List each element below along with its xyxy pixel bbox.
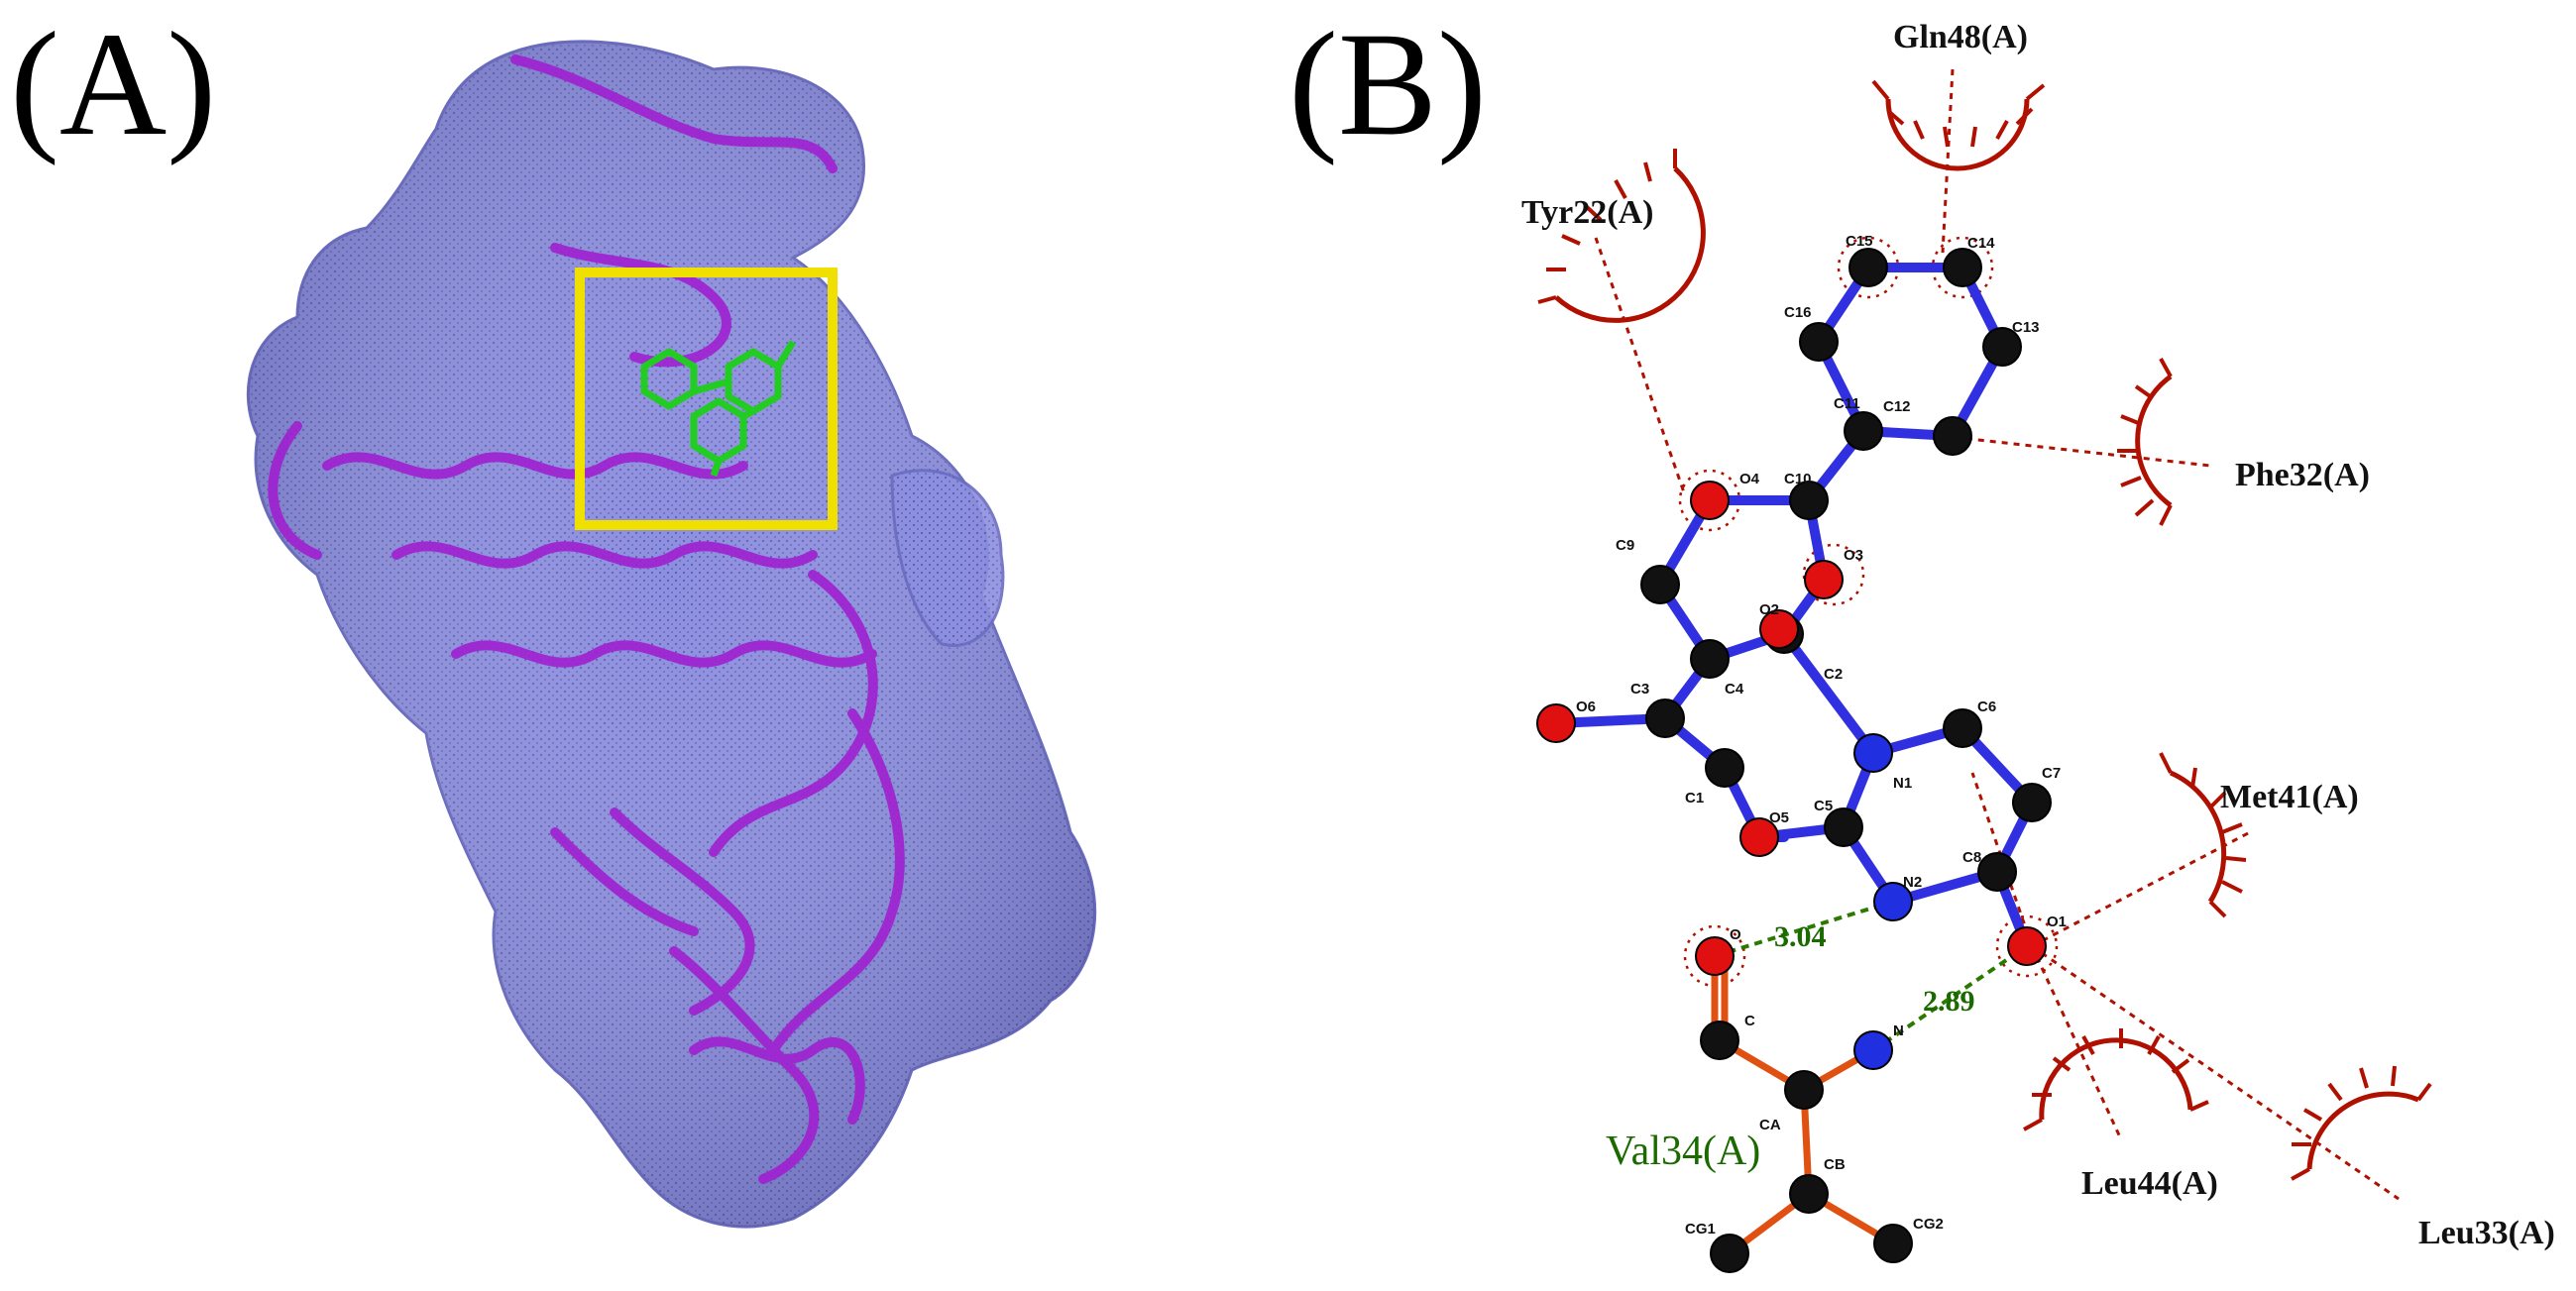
atom-label: O2	[1759, 601, 1779, 618]
atom-label: C4	[1725, 681, 1744, 698]
panel-b-label: (B)	[1288, 2, 1487, 166]
atom-label: O5	[1769, 809, 1789, 826]
hbond-distance: 2.89	[1923, 985, 1975, 1018]
residue-label-met41: Met41(A)	[2220, 779, 2359, 815]
residue-label-gln48: Gln48(A)	[1893, 19, 2028, 55]
atom-label: C6	[1977, 699, 1996, 715]
atom-label: C	[1744, 1013, 1755, 1029]
atom-label: C10	[1784, 471, 1812, 487]
atom-label: C8	[1962, 849, 1981, 866]
residue-label-val34: Val34(A)	[1606, 1129, 1760, 1174]
atom-label: C14	[1967, 235, 1995, 252]
atom-label: O1	[2047, 914, 2067, 930]
residue-label-tyr22: Tyr22(A)	[1521, 194, 1653, 231]
atom-label: O6	[1576, 699, 1596, 715]
protein-ribbon	[268, 54, 905, 1184]
hydrophobic-arcs	[1554, 98, 2419, 1170]
panel-a-label: (A)	[10, 2, 217, 166]
atom-label: C11	[1834, 395, 1860, 412]
ligand-atoms	[1536, 248, 2052, 1273]
atom-label: C9	[1616, 537, 1634, 554]
atom-label: O3	[1844, 547, 1863, 564]
atom-label: C15	[1846, 233, 1873, 250]
atom-labels: C15 C14 C16 C13 C11 C12 O4 C10 C9 O3 O2 …	[1576, 233, 2067, 1237]
atom-label: C16	[1784, 304, 1812, 321]
hbond-distance: 3.04	[1774, 920, 1827, 953]
contact-lines	[1594, 68, 2400, 1201]
atom-label: C13	[2012, 319, 2040, 336]
atom-label: C2	[1824, 666, 1843, 683]
hbond-lines	[1714, 900, 2029, 1052]
atom-label: C5	[1814, 798, 1833, 814]
atom-label: C7	[2042, 765, 2061, 782]
atom-label: O	[1730, 926, 1741, 943]
atom-label: N2	[1903, 874, 1922, 891]
atom-label: CB	[1824, 1156, 1846, 1173]
atom-label: CG1	[1685, 1221, 1716, 1237]
ligand-bonds	[1551, 263, 2037, 951]
atom-label: CA	[1759, 1117, 1781, 1133]
residue-label-leu44: Leu44(A)	[2081, 1165, 2218, 1202]
residue-label-leu33: Leu33(A)	[2418, 1215, 2555, 1251]
atom-label: C3	[1630, 681, 1649, 698]
binding-site-box	[575, 268, 838, 530]
atom-label: C12	[1883, 398, 1911, 415]
atom-label: N	[1893, 1022, 1904, 1039]
atom-label: C1	[1685, 790, 1704, 807]
residue-label-phe32: Phe32(A)	[2235, 457, 2370, 493]
hydrophobic-spikes	[1537, 79, 2432, 1181]
ligplot-diagram: C15 C14 C16 C13 C11 C12 O4 C10 C9 O3 O2 …	[1521, 19, 2555, 1273]
protein-surface	[246, 40, 1097, 1229]
atom-label: N1	[1893, 775, 1912, 792]
ligand-3d	[640, 340, 797, 478]
atom-label: O4	[1739, 471, 1760, 487]
atom-label: CG2	[1913, 1216, 1944, 1233]
